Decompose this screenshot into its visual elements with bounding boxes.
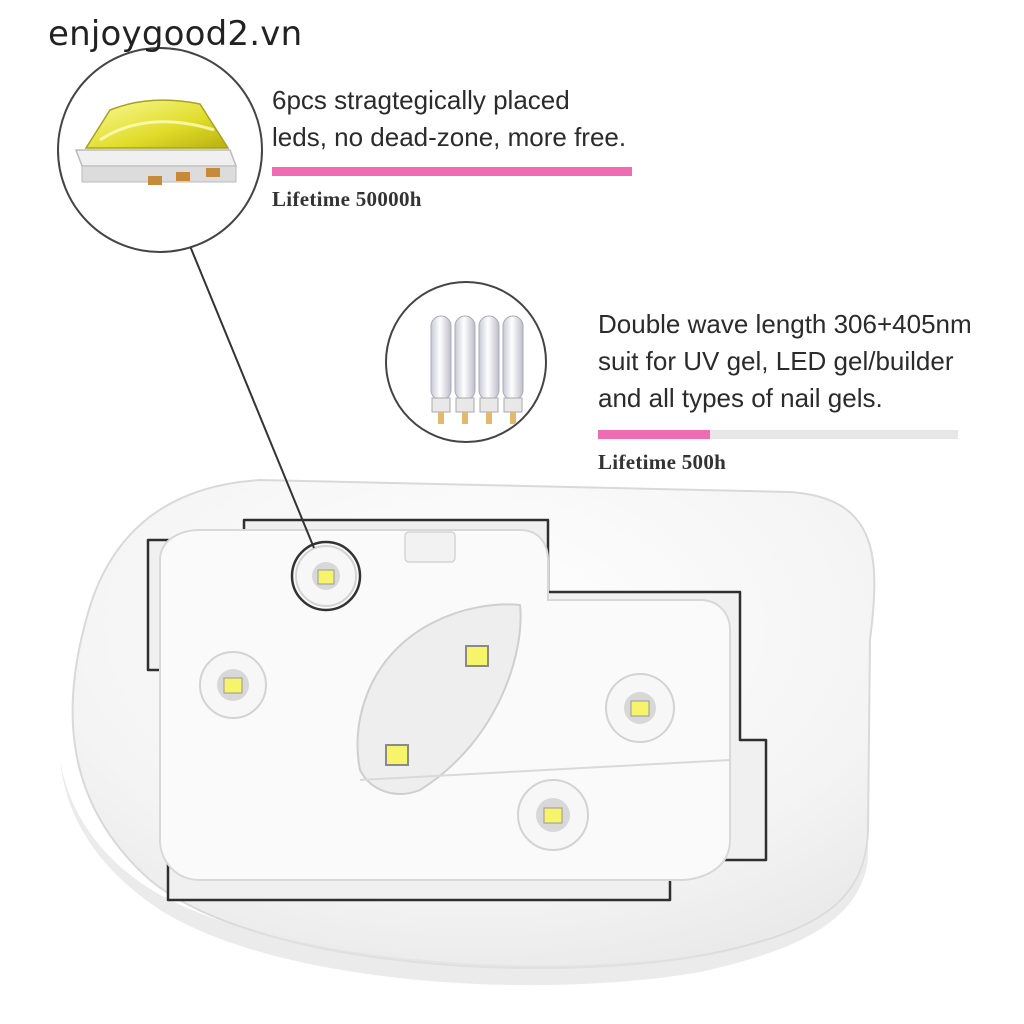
led-chip-callout [57, 47, 263, 253]
lifetime-led-label: Lifetime 50000h [272, 187, 422, 211]
led-light [517, 779, 589, 851]
callout-line [189, 245, 315, 549]
feature-led-description: 6pcs stragtegically placed leds, no dead… [272, 82, 626, 156]
feature-line: and all types of nail gels. [598, 383, 883, 413]
feature-line: suit for UV gel, LED gel/builder [598, 346, 954, 376]
led-light [290, 540, 362, 612]
led-light [605, 673, 675, 743]
lifetime-uv-label: Lifetime 500h [598, 450, 727, 474]
feature-uv-description: Double wave length 306+405nm suit for UV… [598, 306, 972, 417]
led-light [465, 645, 489, 667]
feature-line: leds, no dead-zone, more free. [272, 122, 627, 152]
led-array [199, 540, 675, 851]
nail-lamp-body [60, 478, 876, 986]
lifetime-bar-fill [598, 430, 710, 439]
led-light [385, 744, 409, 766]
feature-line: Double wave length 306+405nm [598, 309, 972, 339]
lifetime-bar-led [272, 167, 632, 176]
uv-tube-bulbs-icon [430, 315, 524, 424]
uv-tube-callout [385, 281, 547, 443]
lifetime-bar-fill [272, 167, 632, 176]
led-light [199, 651, 267, 719]
lifetime-bar-uv [598, 430, 958, 439]
led-chip-icon [74, 99, 238, 185]
watermark-text: enjoygood2.vn [48, 14, 303, 54]
feature-line: 6pcs stragtegically placed [272, 85, 570, 115]
